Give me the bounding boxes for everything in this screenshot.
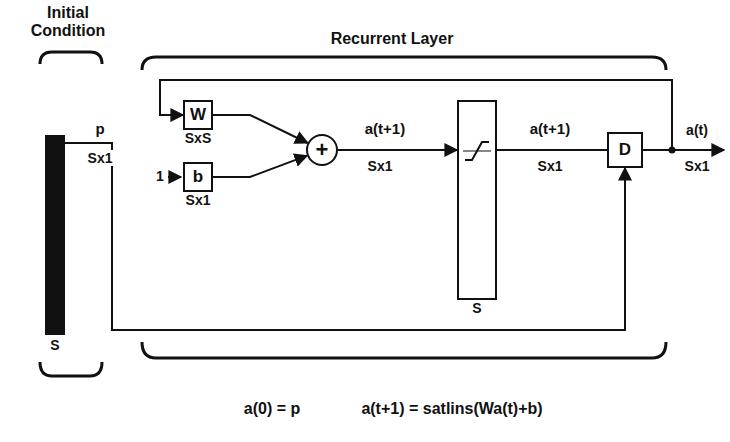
signal-name: a(t+1) (528, 120, 572, 137)
node-label: b (193, 168, 203, 187)
signal-wire (497, 149, 607, 151)
weight-box: WSxS (183, 100, 213, 130)
section-title: Recurrent Layer (329, 30, 456, 48)
bracket (40, 362, 102, 376)
section-title: Initial Condition (24, 4, 112, 41)
signal-name: p (93, 120, 106, 137)
bracket (142, 342, 666, 358)
dimension-label: Sx1 (683, 158, 712, 174)
dimension-label: Sx1 (86, 150, 115, 166)
delay-box: D (607, 132, 643, 168)
bracket (142, 57, 666, 70)
summer-circle: + (306, 134, 338, 166)
initial-condition-bar: S (45, 135, 65, 335)
node-label: + (316, 139, 329, 161)
dimension-label: SxS (185, 131, 211, 146)
signal-wire (213, 115, 308, 143)
dimension-label: Sx1 (366, 158, 395, 174)
signal-wire (160, 80, 672, 150)
signal-name: a(t+1) (363, 120, 407, 137)
signal-wire (65, 143, 625, 330)
bias-input-wire (168, 176, 181, 178)
satlins-symbol (459, 136, 495, 166)
bracket (40, 52, 102, 64)
signal-wire (338, 149, 457, 151)
dimension-label: Sx1 (536, 158, 565, 174)
bias-input-label: 1 (154, 168, 166, 184)
output-wire (672, 149, 724, 151)
bias-box: bSx1 (183, 162, 213, 192)
signal-wire (213, 156, 307, 177)
node-label: D (619, 141, 631, 160)
axis-line (463, 151, 491, 152)
equation: a(t+1) = satlins(Wa(t)+b) (359, 400, 544, 418)
dimension-label: S (50, 338, 59, 353)
dimension-label: Sx1 (186, 193, 211, 208)
node-label: W (190, 106, 206, 125)
satlins-box: S (457, 100, 497, 300)
equation: a(0) = p (242, 400, 302, 418)
dimension-label: S (472, 301, 481, 316)
signal-name: a(t) (684, 122, 710, 138)
